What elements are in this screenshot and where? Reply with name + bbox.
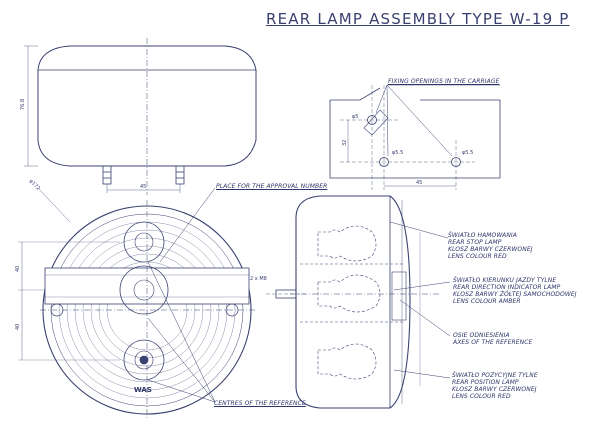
front-view-lamp [18,187,255,420]
label-approval-number: PLACE FOR THE APPROVAL NUMBER [216,183,328,190]
direction-lamp-line-1: ŚWIATŁO KIERUNKU JAZDY TYLNE [453,277,557,284]
position-lamp-line-1: ŚWIATŁO POZYCYJNE TYLNE [452,372,538,379]
label-direction-lamp: ŚWIATŁO KIERUNKU JAZDY TYLNE REAR DIRECT… [453,277,577,305]
direction-lamp-line-3: KLOSZ BARWY ŻÓŁTEJ SAMOCHODOWEJ [453,291,577,298]
side-section-view [266,195,451,409]
dim-thread: 2 x M8 [250,276,267,282]
reference-axes-line-2: AXES OF THE REFERENCE [453,339,533,346]
reference-axes-line-1: OSIE ODNIESIENIA [453,332,510,339]
position-lamp-line-2: REAR POSITION LAMP [452,379,519,386]
direction-lamp-line-4: LENS COLOUR AMBER [453,298,521,305]
dim-height: 76.8 [20,98,26,110]
fixing-openings-detail [329,84,501,190]
stop-lamp-line-3: KLOSZ BARWY CZERWONEJ [448,246,533,253]
stop-lamp-line-4: LENS COLOUR RED [448,253,507,260]
dim-bolt-pitch: 45 [416,180,423,186]
position-lamp-line-4: LENS COLOUR RED [452,393,511,400]
dim-lower-offset: 40 [15,323,21,330]
label-stop-lamp: ŚWIATŁO HAMOWANIA REAR STOP LAMP KLOSZ B… [448,232,533,260]
dim-stud-spacing: 45 [140,184,147,190]
stop-lamp-line-1: ŚWIATŁO HAMOWANIA [448,232,517,239]
label-fixing-openings: FIXING OPENINGS IN THE CARRIAGE [388,78,500,85]
direction-lamp-line-2: REAR DIRECTION INDICATOR LAMP [453,284,561,291]
label-position-lamp: ŚWIATŁO POZYCYJNE TYLNE REAR POSITION LA… [452,372,538,400]
dim-hole-dia-1: φ5.5 [392,150,404,156]
dim-hole-dia-2: φ5.5 [462,150,474,156]
label-reference-axes: OSIE ODNIESIENIA AXES OF THE REFERENCE [453,332,532,346]
dim-small-hole: φ5 [352,114,359,120]
dim-bolt-vertical: 32 [342,139,348,146]
position-lamp-line-3: KLOSZ BARWY CZERWONEJ [452,386,537,393]
housing-side-view [24,38,257,195]
label-centres-reference: CENTRES OF THE REFERENCE [214,400,306,407]
approval-marking: WAS [134,386,152,394]
drawing-title: REAR LAMP ASSEMBLY TYPE W-19 P [266,10,570,28]
dim-upper-offset: 40 [15,265,21,272]
stop-lamp-line-2: REAR STOP LAMP [448,239,502,246]
